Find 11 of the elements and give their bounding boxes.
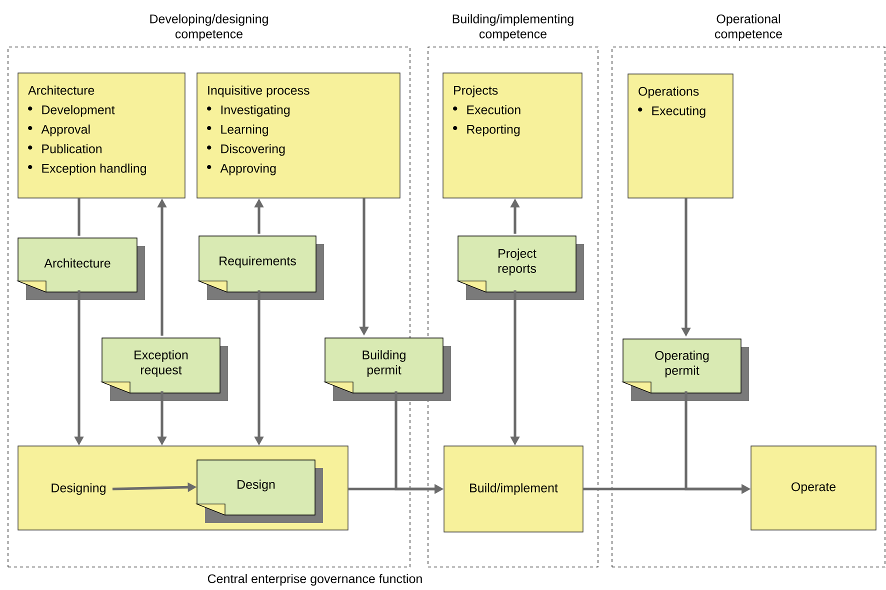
info-box: Operations Executing — [628, 74, 734, 198]
info-box: Projects Execution Reporting — [442, 72, 582, 198]
step-label: Designing — [52, 483, 106, 495]
info-box: Operate — [750, 446, 876, 530]
info-box: Build/implement — [444, 446, 584, 532]
info-box: Architecture Development Approval Publication Exception handling — [18, 72, 186, 198]
region-heading: Building/implementing competence — [452, 14, 574, 41]
region-heading: Developing/designing competence — [150, 14, 268, 41]
info-box: Inquisitive process Investigating Learning Discovering Approving — [196, 72, 400, 198]
region-heading: Operational competence — [715, 14, 782, 41]
footer-label: Central enterprise governance function — [208, 574, 422, 586]
